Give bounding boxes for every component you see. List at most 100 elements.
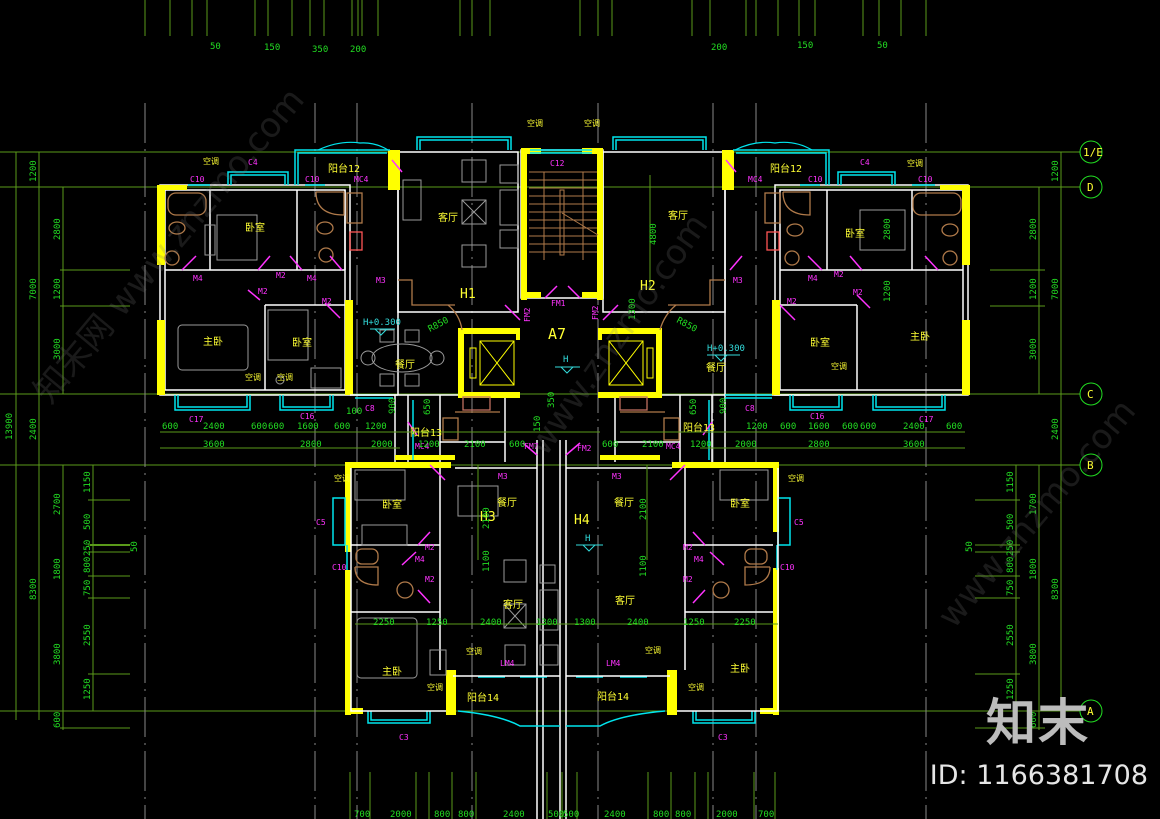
door-tag-m2-a: M2 xyxy=(276,271,286,280)
mid-dim-r1-5: 2400 xyxy=(903,422,925,432)
room-balcony12-left: 阳台12 xyxy=(328,162,360,175)
mid-dim-r2-2: 3600 xyxy=(903,440,925,450)
door-tag-m4-e: M4 xyxy=(694,555,704,564)
door-tag-m2-g: M2 xyxy=(425,543,435,552)
fixtures xyxy=(164,191,962,599)
top-dim-5: 200 xyxy=(711,43,727,53)
bottom-dim-1: 2000 xyxy=(390,810,412,819)
top-dim-7: 50 xyxy=(877,41,888,51)
right-dim-1800: 1800 xyxy=(1029,558,1039,580)
level-marker-core: H xyxy=(555,355,580,374)
window-tag-c12: C12 xyxy=(550,159,565,168)
door-tag-m2-c: M2 xyxy=(322,297,332,306)
left-dim-3000: 3000 xyxy=(53,338,63,360)
top-dim-1: 50 xyxy=(210,42,221,52)
door-tag-fm1: FM1 xyxy=(551,299,566,308)
door-tag-fm2-c: FM2 xyxy=(577,444,592,453)
svg-text:H+0.300: H+0.300 xyxy=(707,344,745,354)
unit-label-h2: H2 xyxy=(640,279,656,294)
room-living-h3: 客厅 xyxy=(503,598,523,611)
dim-core-150: 150 xyxy=(533,416,543,432)
dim-shaft-900-right: 900 xyxy=(719,398,729,414)
bottom-dim-5: 500 xyxy=(548,810,564,819)
window-tag-c10-c: C10 xyxy=(808,175,823,184)
left-dim-1800: 1800 xyxy=(53,558,63,580)
axis-bubble-d: D xyxy=(1079,175,1103,199)
room-living-h1: 客厅 xyxy=(438,211,458,224)
left-dim-1200: 1200 xyxy=(29,160,39,182)
dim-h3-1100: 1100 xyxy=(482,550,492,572)
window-tag-c10-e: C10 xyxy=(332,563,347,572)
left-dim-1200b: 1200 xyxy=(53,278,63,300)
dim-kitchen-2100-right: 2100 xyxy=(642,440,664,450)
unit-label-h1: H1 xyxy=(460,287,476,302)
room-bedroom-h1a: 卧室 xyxy=(245,221,265,234)
top-dim-2: 150 xyxy=(264,43,280,53)
svg-text:H: H xyxy=(585,534,590,544)
door-tag-m2-j: M2 xyxy=(683,575,693,584)
mid-dim-r1-1: 600 xyxy=(780,422,796,432)
dim-shaft-650-right: 650 xyxy=(689,399,699,415)
mid-dim-r1-4: 600 xyxy=(860,422,876,432)
right-dim-250: 250 xyxy=(1006,540,1016,556)
door-tag-mc4-b: MC4 xyxy=(666,442,681,451)
door-tag-m3-c: M3 xyxy=(498,472,508,481)
room-master-h1: 主卧 xyxy=(203,335,223,348)
unit-label-h4: H4 xyxy=(574,513,590,528)
door-tag-m3-b: M3 xyxy=(733,276,743,285)
axis-bubble-e: 1/E xyxy=(1079,140,1103,164)
right-dim-2800: 2800 xyxy=(1029,218,1039,240)
room-bedroom-h3a: 卧室 xyxy=(382,498,402,511)
window-tag-c10-a: C10 xyxy=(190,175,205,184)
internal-dim-lines xyxy=(160,175,965,625)
left-dim-800: 800 xyxy=(83,557,93,573)
door-tag-m2-h: M2 xyxy=(425,575,435,584)
dim-lower-2250-right: 2250 xyxy=(734,618,756,628)
left-dimension-lines xyxy=(15,152,130,730)
window-tag-c5-a: C5 xyxy=(316,518,326,527)
right-dim-2550: 2550 xyxy=(1006,624,1016,646)
dim-lower-2400-right: 2400 xyxy=(627,618,649,628)
upper-walls xyxy=(159,149,969,819)
window-tag-c17-b: C17 xyxy=(919,415,934,424)
svg-text:H+0.300: H+0.300 xyxy=(363,318,401,328)
ac-label-13: 空调 xyxy=(688,682,704,692)
room-dining-h3: 餐厅 xyxy=(497,496,517,509)
right-dim-1150: 1150 xyxy=(1006,471,1016,493)
dim-h4-2100: 2100 xyxy=(639,498,649,520)
dim-core-350: 350 xyxy=(547,392,557,408)
ac-label-9: 空调 xyxy=(788,473,804,483)
left-dim-50: 50 xyxy=(130,541,140,552)
right-dim-3000: 3000 xyxy=(1029,338,1039,360)
ac-label-4: 空调 xyxy=(907,158,923,168)
right-dim-600: 600 xyxy=(1029,712,1039,728)
window-tag-c10-f: C10 xyxy=(780,563,795,572)
door-tag-m4-d: M4 xyxy=(415,555,425,564)
ac-label-8: 空调 xyxy=(334,473,350,483)
bottom-dim-9: 800 xyxy=(675,810,691,819)
dim-h2-bed-2800: 2800 xyxy=(883,218,893,240)
room-balcony13-right: 阳台13 xyxy=(683,421,715,434)
room-master-h2: 主卧 xyxy=(910,330,930,343)
window-tag-c8-b: C8 xyxy=(745,404,755,413)
ac-label-6: 空调 xyxy=(277,372,293,382)
left-dim-3800: 3800 xyxy=(53,643,63,665)
top-dim-6: 150 xyxy=(797,41,813,51)
door-tag-fm7: FM7 xyxy=(524,442,539,451)
bay-window-arcs xyxy=(317,141,813,151)
bottom-dim-3: 800 xyxy=(458,810,474,819)
bottom-dim-4: 2400 xyxy=(503,810,525,819)
watermark-id: ID: 1166381708 xyxy=(929,760,1148,791)
window-tag-c4-a: C4 xyxy=(248,158,258,167)
mid-dim-l1-0: 600 xyxy=(162,422,178,432)
ac-label-5: 空调 xyxy=(245,372,261,382)
ac-label-1: 空调 xyxy=(203,156,219,166)
right-dim-2700: 1700 xyxy=(1029,493,1039,515)
room-living-h4: 客厅 xyxy=(615,594,635,607)
mid-dim-r1-0: 1200 xyxy=(746,422,768,432)
room-balcony14-right: 阳台14 xyxy=(597,690,629,703)
ac-label-11: 空调 xyxy=(645,645,661,655)
left-dim-2550: 2550 xyxy=(83,624,93,646)
left-dim-250: 250 xyxy=(83,540,93,556)
